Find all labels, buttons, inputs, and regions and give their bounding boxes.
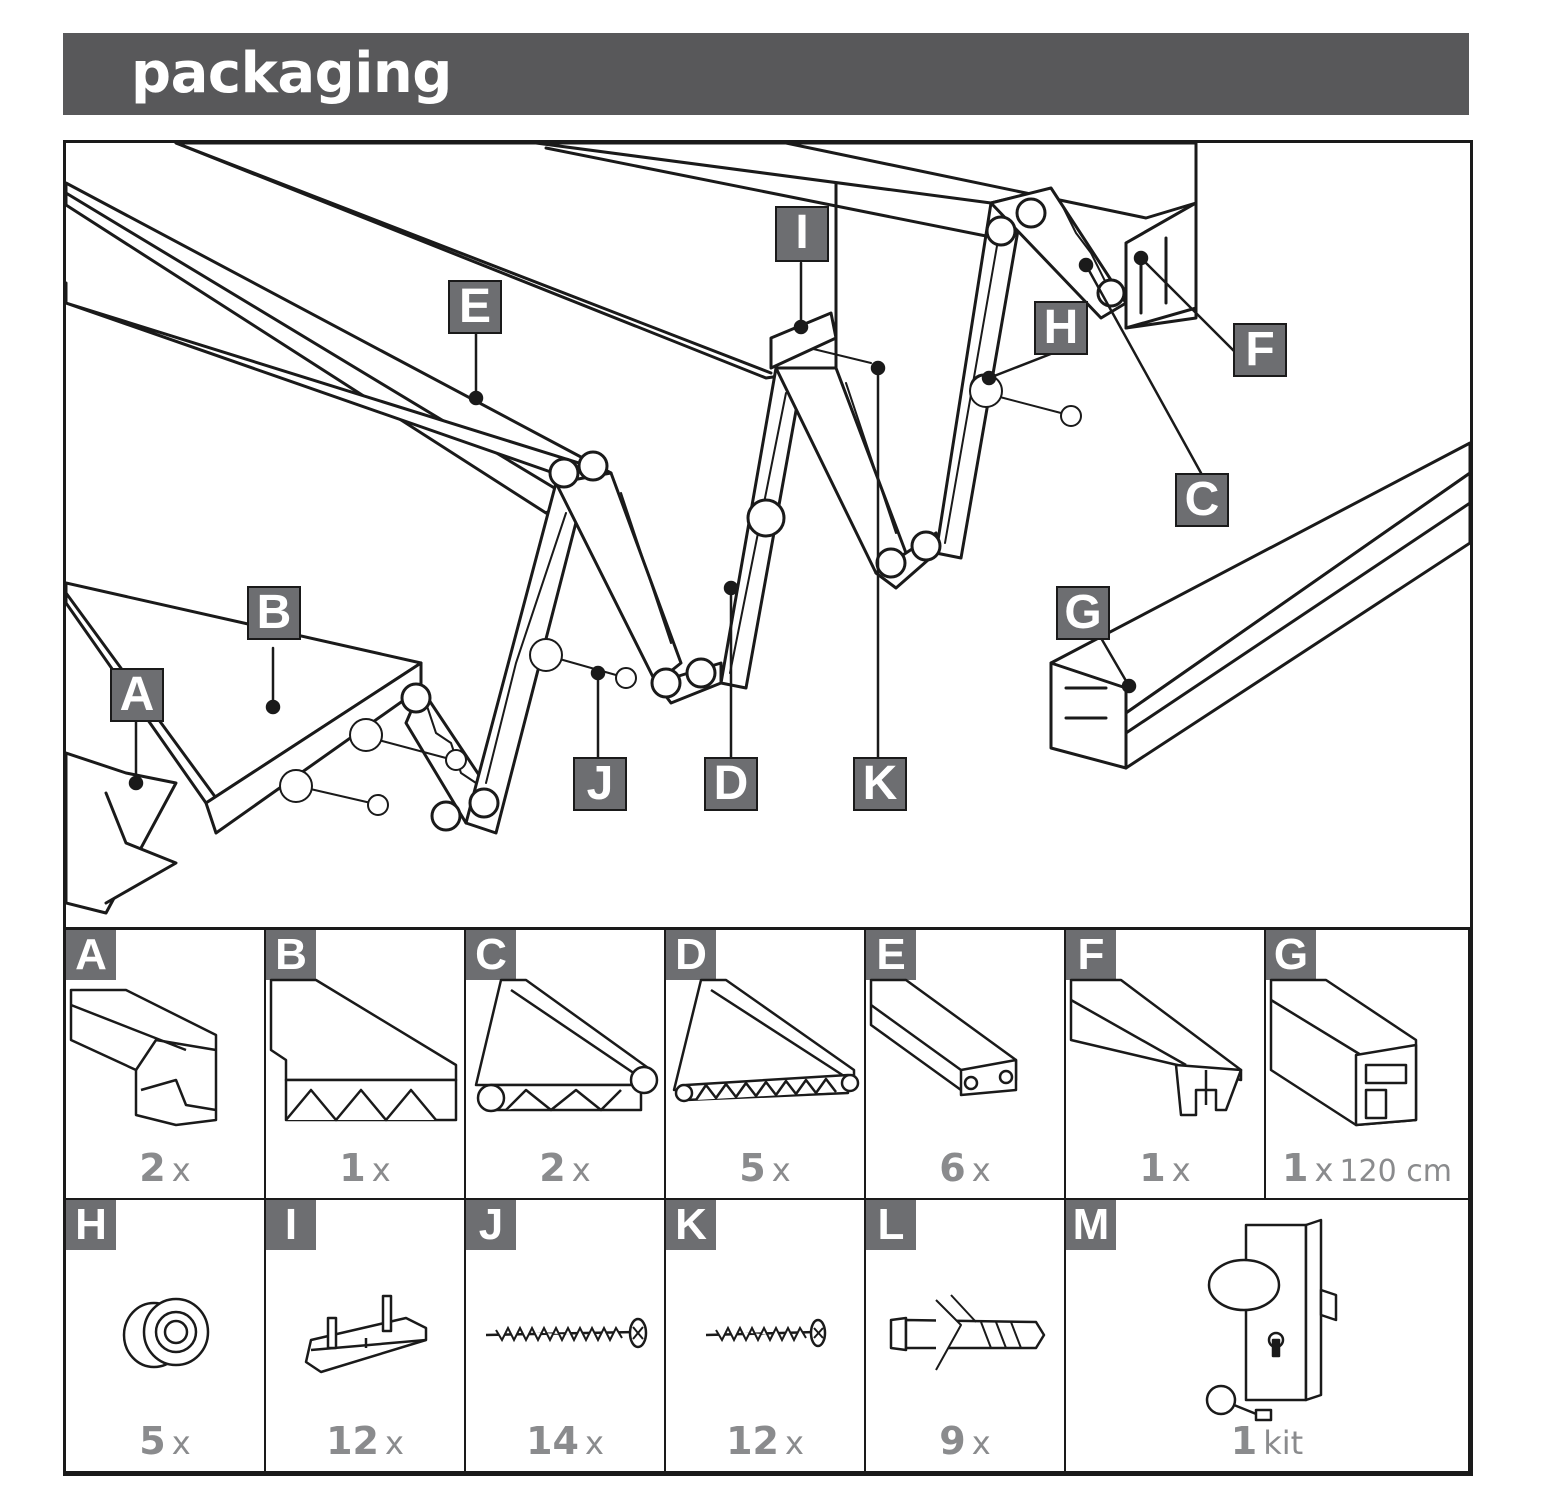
long-screw-j-icon <box>485 1317 648 1349</box>
part-letter: C <box>466 930 516 980</box>
part-letter: E <box>866 930 916 980</box>
part-letter: B <box>266 930 316 980</box>
profile-a <box>66 751 178 915</box>
part-letter: M <box>1066 1200 1116 1250</box>
part-letter: A <box>66 930 116 980</box>
profile-a-icon <box>69 988 218 1127</box>
profile-b-icon <box>269 978 458 1122</box>
wall-plug-l-icon <box>889 1294 1046 1371</box>
roller-h-icon <box>122 1297 210 1369</box>
profile-e-icon <box>869 978 1018 1097</box>
callout-g: G <box>1056 586 1110 640</box>
part-letter: L <box>866 1200 916 1250</box>
cap-i-icon <box>304 1294 428 1374</box>
profile-f-end <box>1124 201 1198 330</box>
exploded-assembly-illustration: E I H F C B A G J D K <box>66 143 1470 930</box>
callout-c: C <box>1175 473 1229 527</box>
callout-h: H <box>1034 301 1088 355</box>
cap-i <box>769 311 838 370</box>
leader-lines <box>128 250 1238 791</box>
part-letter: K <box>666 1200 716 1250</box>
callout-k: K <box>853 757 907 811</box>
callout-b: B <box>247 586 301 640</box>
part-letter: F <box>1066 930 1116 980</box>
header-bar: packaging <box>63 33 1469 115</box>
screws <box>279 345 1082 816</box>
part-letter: H <box>66 1200 116 1250</box>
rail-g <box>1049 441 1470 770</box>
lock-kit-m-icon <box>1205 1218 1338 1422</box>
profile-g-icon <box>1269 978 1418 1127</box>
callout-j: J <box>573 757 627 811</box>
callout-e: E <box>448 280 502 334</box>
callout-f: F <box>1233 323 1287 377</box>
part-letter: I <box>266 1200 316 1250</box>
profile-d-icon <box>672 978 860 1103</box>
profile-f-icon <box>1069 978 1243 1117</box>
page-title: packaging <box>131 41 452 106</box>
part-letter: J <box>466 1200 516 1250</box>
profile-c-icon <box>474 978 659 1113</box>
short-screw-k-icon <box>705 1318 827 1348</box>
part-letter: G <box>1266 930 1316 980</box>
assembly-drawing <box>66 143 1470 915</box>
callout-d: D <box>704 757 758 811</box>
callout-a: A <box>110 668 164 722</box>
part-letter: D <box>666 930 716 980</box>
callout-i: I <box>775 206 829 262</box>
